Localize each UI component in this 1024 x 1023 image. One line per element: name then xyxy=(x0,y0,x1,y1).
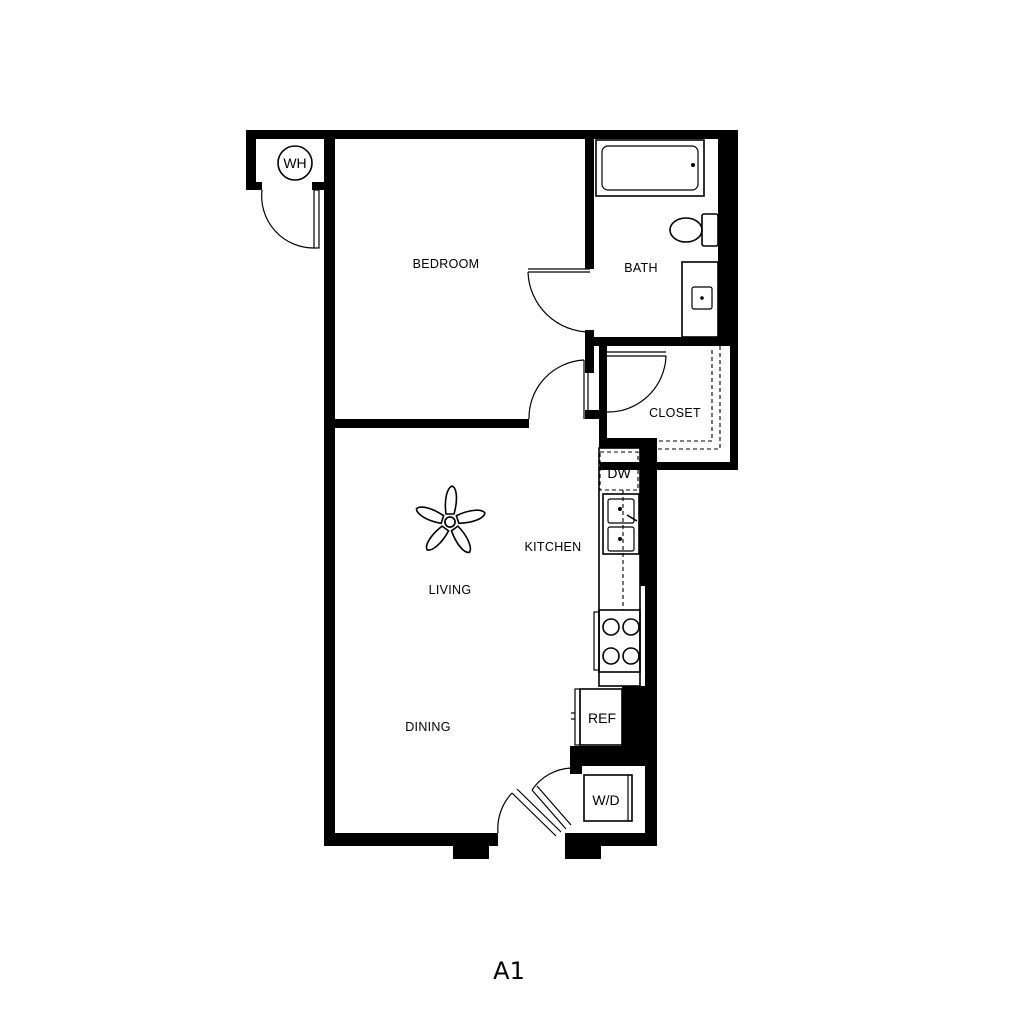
kitchen-counter xyxy=(598,447,641,687)
closet-label: CLOSET xyxy=(649,406,701,420)
bath-label: BATH xyxy=(624,261,658,275)
burner-icon xyxy=(622,618,640,636)
burner-icon xyxy=(602,647,620,665)
living-label: LIVING xyxy=(429,583,472,597)
bedroom-door-swing xyxy=(528,359,585,420)
bathtub xyxy=(595,139,705,197)
exterior-walls xyxy=(246,130,738,859)
washer-dryer-label: W/D xyxy=(592,792,619,808)
kitchen-label: KITCHEN xyxy=(525,540,582,554)
dishwasher xyxy=(599,451,639,491)
vanity xyxy=(681,261,719,338)
wh-door-swing xyxy=(261,189,315,249)
sink xyxy=(691,286,713,310)
interior-walls xyxy=(324,139,730,448)
washer-dryer xyxy=(583,774,633,822)
entry-door xyxy=(511,788,562,837)
closet-door-swing xyxy=(606,355,667,413)
entry-door-swing xyxy=(497,792,513,834)
burner-icon xyxy=(602,618,620,636)
refrigerator-label: REF xyxy=(588,710,616,726)
dining-label: DINING xyxy=(405,720,451,734)
bedroom-door xyxy=(528,359,589,420)
water-heater xyxy=(277,145,313,181)
bath-door-swing xyxy=(527,271,591,333)
bedroom-label: BEDROOM xyxy=(413,257,480,271)
kitchen-sink xyxy=(602,493,640,555)
closet xyxy=(606,346,721,450)
water-heater-closet: WH xyxy=(261,145,320,249)
dishwasher-label: DW xyxy=(607,465,631,481)
plan-name: A1 xyxy=(493,957,525,985)
bath-fixtures xyxy=(527,139,719,338)
toilet-bowl xyxy=(669,217,703,243)
burner-icon xyxy=(622,647,640,665)
kitchen-fixtures: DW REF xyxy=(571,447,641,746)
toilet-tank xyxy=(701,213,719,247)
water-heater-label: WH xyxy=(283,155,306,171)
ceiling-fan-icon xyxy=(413,485,488,556)
laundry-and-entry: W/D xyxy=(497,767,633,837)
